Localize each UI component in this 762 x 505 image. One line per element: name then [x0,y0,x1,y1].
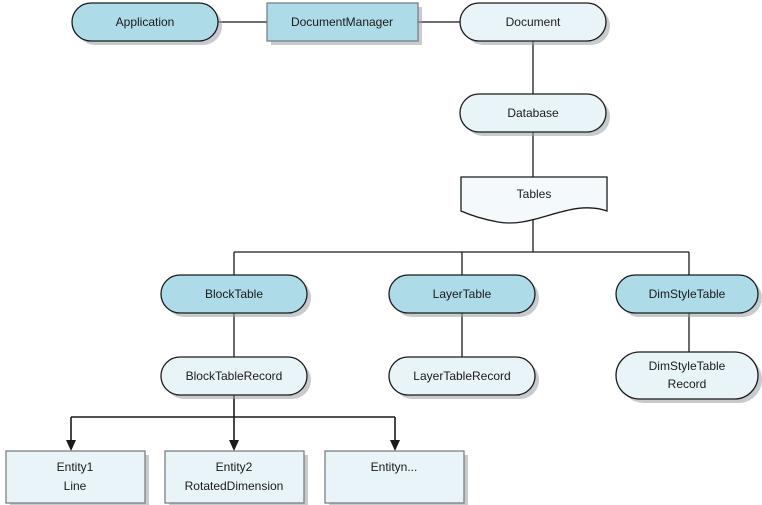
node-layer-table-record[interactable]: LayerTableRecord [388,356,539,399]
edge-tables-branch-bus [233,213,690,275]
node-layer-table[interactable]: LayerTable [388,274,539,317]
dim-style-table-shape [615,274,759,314]
node-block-table[interactable]: BlockTable [160,274,311,317]
node-entityn[interactable]: Entityn... [324,450,468,505]
tables-shape [460,176,608,224]
edge-blocktablerecord-entityn [390,417,400,451]
block-table-shape [160,274,308,314]
dim-style-table-record-shape [615,351,759,400]
edges-layer [66,21,690,451]
node-database[interactable]: Database [459,93,610,136]
block-table-record-shape [160,356,308,396]
node-entity2[interactable]: Entity2 RotatedDimension [164,450,308,505]
node-block-table-record[interactable]: BlockTableRecord [160,356,311,399]
document-manager-shape [266,2,419,42]
edge-blocktablerecord-entity2 [229,417,239,451]
node-tables[interactable]: Tables [460,176,608,224]
entity1-shape [5,450,146,504]
document-shape [459,2,607,42]
node-entity1[interactable]: Entity1 Line [5,450,149,505]
edge-blocktablerecord-entity1 [66,417,76,451]
node-application[interactable]: Application [71,2,222,45]
layer-table-shape [388,274,536,314]
node-document-manager[interactable]: DocumentManager [266,2,422,45]
entityn-shape [324,450,465,504]
database-shape [459,93,607,133]
application-shape [71,2,219,42]
node-dim-style-table-record[interactable]: DimStyleTable Record [615,351,762,403]
layer-table-record-shape [388,356,536,396]
edge-blocktablerecord-entities-bus [66,395,400,451]
entity2-shape [164,450,305,504]
node-document[interactable]: Document [459,2,610,45]
node-dim-style-table[interactable]: DimStyleTable [615,274,762,317]
